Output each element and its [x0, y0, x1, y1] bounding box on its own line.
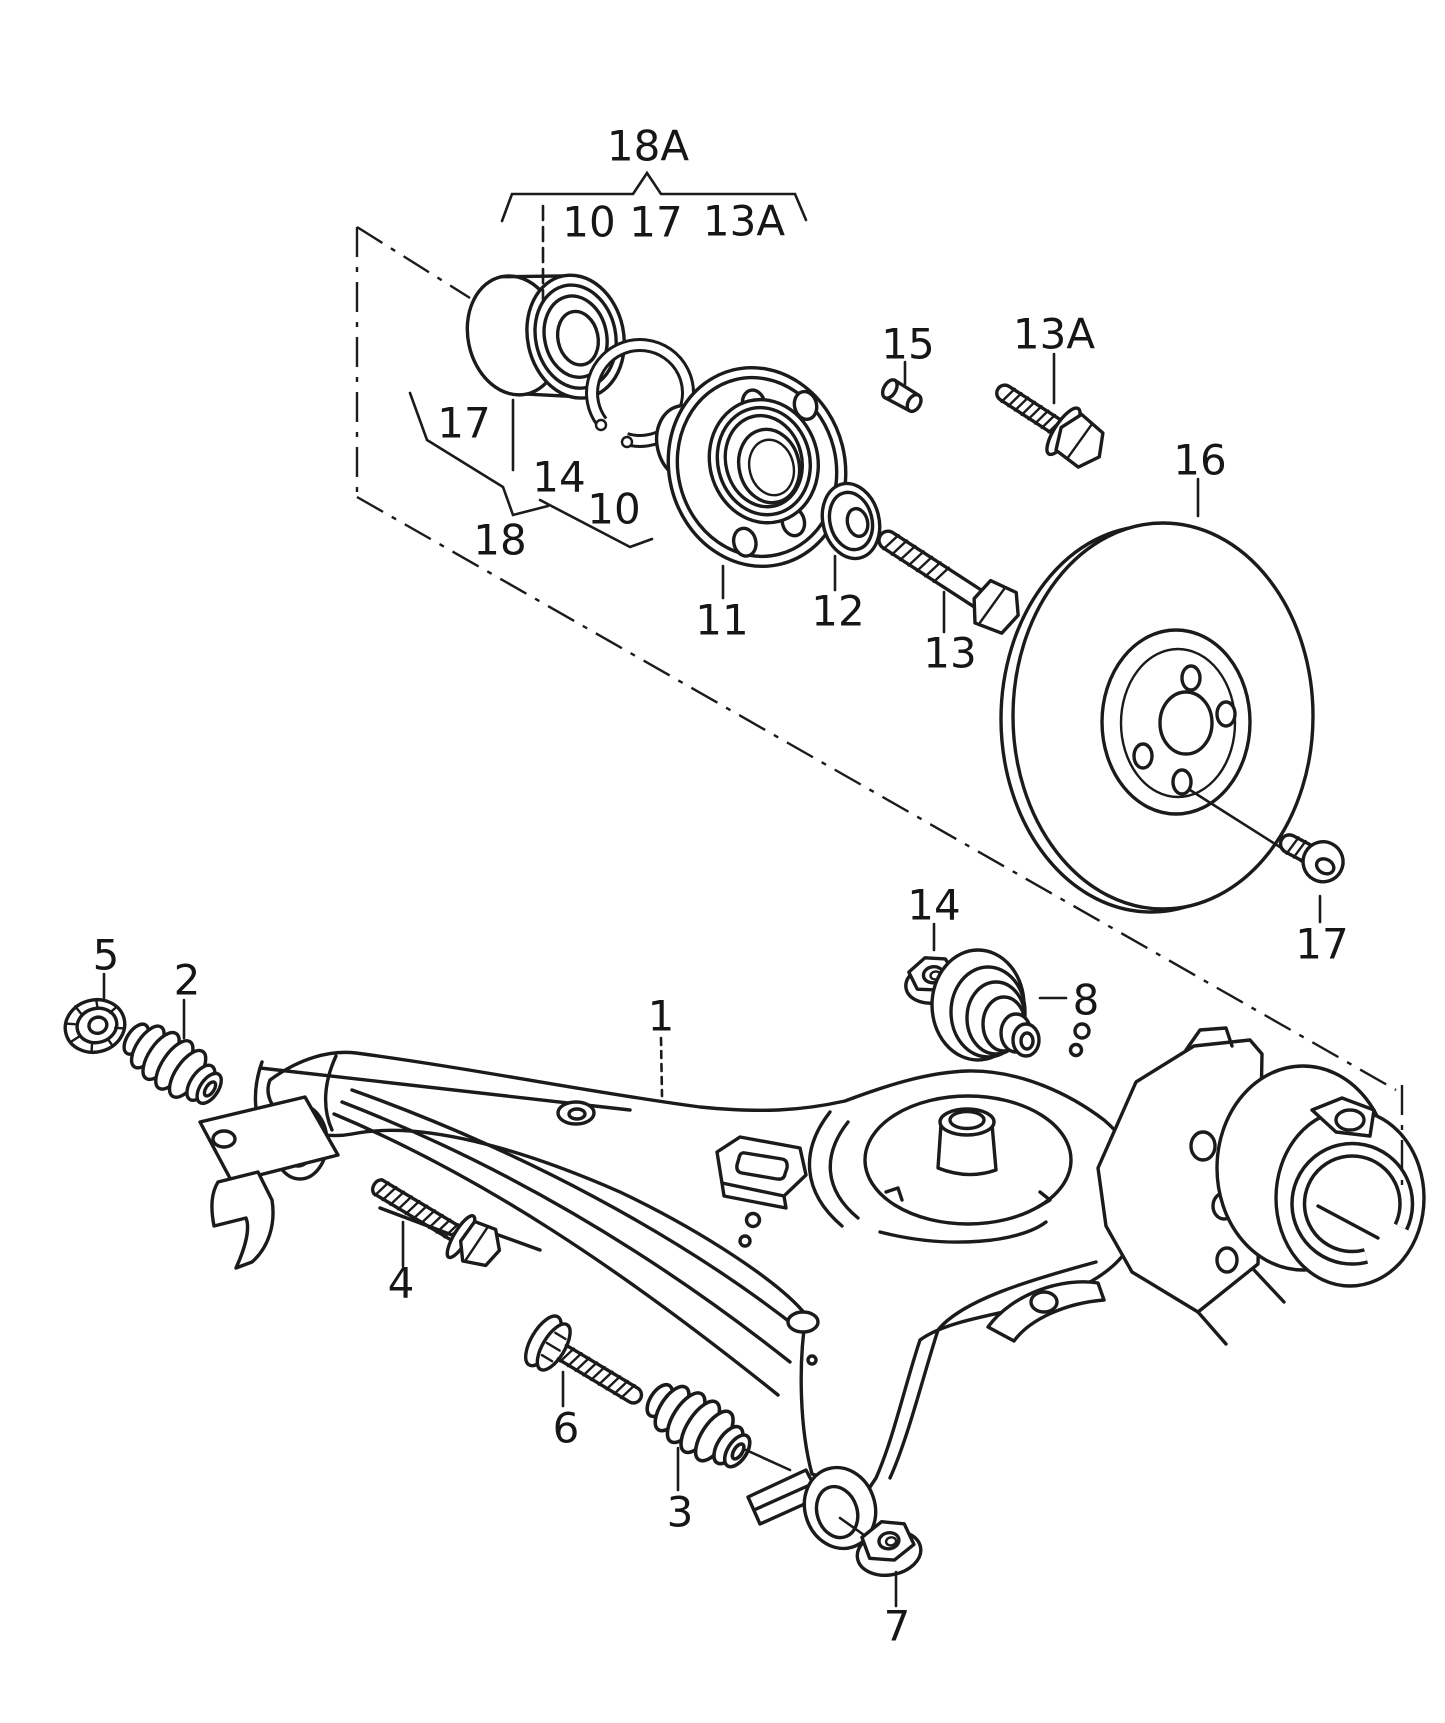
buffer-bushing: [930, 948, 1041, 1062]
callout-14-arm: 14: [907, 881, 960, 930]
rear-bolt: [524, 1314, 644, 1405]
callout-15: 15: [881, 320, 934, 369]
callout-17-disc: 17: [1295, 920, 1348, 969]
callout-18: 18: [473, 516, 526, 565]
callout-7: 7: [884, 1602, 911, 1651]
wheel-hub: [654, 365, 848, 569]
callout-13: 13: [923, 629, 976, 678]
callout-labels: 18A 10 17 13A 17 14 10 18 11 12 13 15 13…: [93, 122, 1349, 1651]
construction-lines: [355, 225, 1397, 1092]
callout-3: 3: [667, 1488, 694, 1537]
callout-kit-18a: 18A: [607, 122, 689, 171]
kit-brace: [500, 170, 808, 223]
seal-washer: [820, 481, 882, 561]
callout-16: 16: [1173, 436, 1226, 485]
brake-disc: [999, 521, 1315, 914]
front-bushing: [122, 1022, 223, 1106]
rear-bushing: [645, 1382, 752, 1469]
leader-lines: [102, 170, 1322, 1608]
roll-pin: [880, 378, 923, 414]
callout-kit-17: 17: [629, 198, 682, 247]
callout-10-bearing: 10: [587, 485, 640, 534]
wheel-bearing: [465, 273, 626, 400]
flange-nut-front: [63, 998, 127, 1054]
callout-14-bearing: 14: [532, 453, 585, 502]
callout-17-bearing: 17: [437, 399, 490, 448]
callout-4: 4: [388, 1259, 415, 1308]
callout-kit-10: 10: [562, 198, 615, 247]
callout-11: 11: [695, 596, 748, 645]
front-bolt: [371, 1178, 502, 1268]
disc-set-screw: [1278, 833, 1345, 884]
callout-13a: 13A: [1013, 310, 1095, 359]
callout-1: 1: [648, 992, 675, 1041]
callout-kit-13a: 13A: [703, 197, 785, 246]
trailing-arm: [198, 1022, 1135, 1551]
callout-12: 12: [811, 587, 864, 636]
callout-2: 2: [174, 956, 201, 1005]
callout-8: 8: [1073, 976, 1100, 1025]
hub-carrier: [1096, 1026, 1426, 1346]
flange-bolt-13a: [995, 383, 1105, 469]
callout-6: 6: [553, 1404, 580, 1453]
hub-bolt: [877, 529, 1020, 635]
callout-5: 5: [93, 931, 120, 980]
flange-nut-rear: [855, 1520, 923, 1577]
